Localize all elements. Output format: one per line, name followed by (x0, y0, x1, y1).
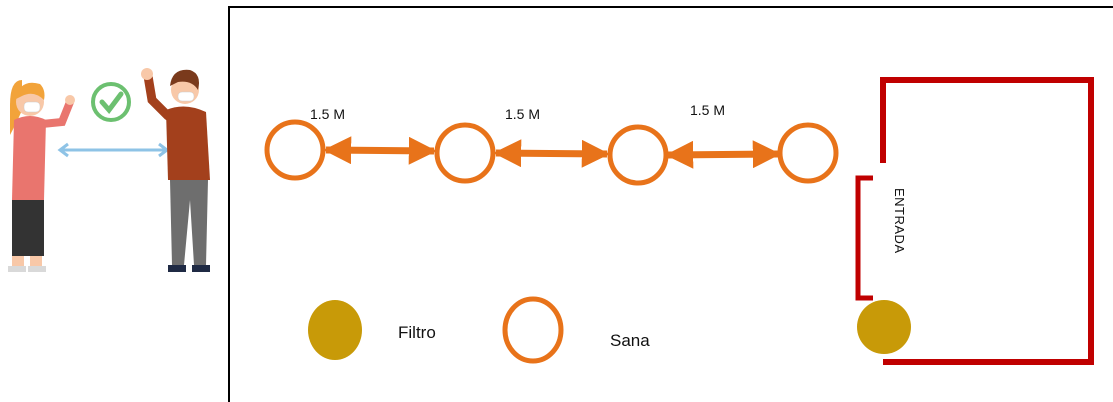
legend-filter-icon (308, 300, 362, 360)
man-figure (141, 68, 210, 272)
distance-label-2: 1.5 M (505, 106, 541, 122)
checkmark-icon (91, 82, 131, 122)
distance-label-1: 1.5 M (310, 106, 346, 122)
filter-point-entrance (857, 300, 911, 354)
diagram-frame (228, 6, 1113, 402)
legend-filter-label: Filtro (398, 323, 436, 342)
entrance-label: ENTRADA (892, 188, 907, 254)
distance-label-3: 1.5 M (690, 102, 726, 118)
distance-arrow-2 (493, 139, 610, 168)
distance-arrow-1 (323, 136, 437, 165)
person-ring-2 (434, 122, 496, 184)
social-distancing-illustration (8, 68, 210, 272)
legend-healthy-icon (502, 296, 564, 364)
entrance-room-outline (880, 77, 1094, 365)
legend-healthy-label: Sana (610, 331, 650, 350)
woman-figure (8, 80, 75, 272)
person-ring-4 (777, 122, 839, 184)
person-ring-1 (264, 119, 326, 181)
distance-line-icon (57, 142, 170, 158)
person-ring-3 (607, 124, 669, 186)
entrance-door (855, 175, 873, 301)
distance-arrow-3 (665, 140, 781, 169)
